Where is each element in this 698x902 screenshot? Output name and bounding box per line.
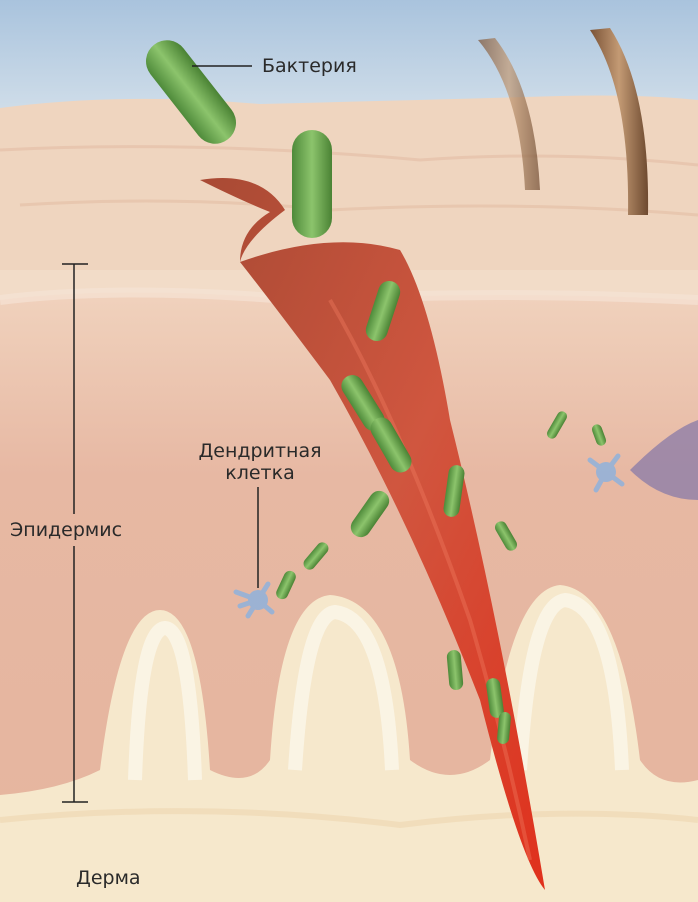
dendritic-cell-label: Дендритная клетка: [188, 440, 332, 484]
epidermis-label: Эпидермис: [10, 519, 122, 541]
dermis-label: Дерма: [76, 867, 141, 889]
bacterium-label: Бактерия: [262, 55, 357, 77]
bacterium-icon: [292, 130, 332, 238]
